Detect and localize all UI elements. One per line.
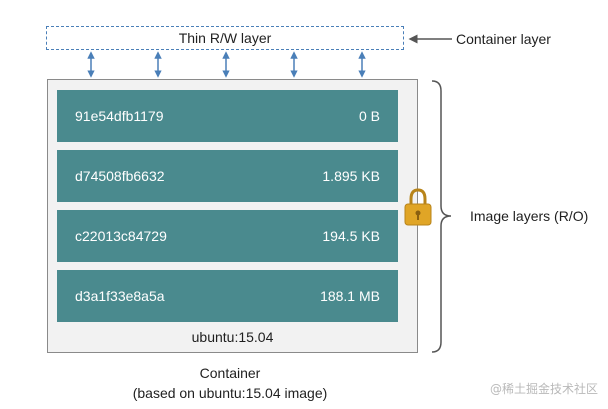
layer-size: 0 B: [358, 108, 380, 124]
caption-line-1: Container: [199, 365, 261, 381]
lock-icon: [404, 188, 432, 226]
layer-id: d74508fb6632: [75, 168, 165, 184]
image-layer: d3a1f33e8a5a 188.1 MB: [57, 270, 398, 322]
image-layers-brace: [431, 80, 452, 353]
image-layer: d74508fb6632 1.895 KB: [57, 150, 398, 202]
caption-line-2: (based on ubuntu:15.04 image): [132, 385, 328, 401]
image-layers-label: Image layers (R/O): [470, 208, 589, 224]
watermark: @稀土掘金技术社区: [489, 382, 598, 396]
layer-id: c22013c84729: [75, 228, 167, 244]
layer-size: 188.1 MB: [320, 288, 380, 304]
layer-id: 91e54dfb1179: [75, 108, 164, 124]
image-layer: 91e54dfb1179 0 B: [57, 90, 398, 142]
container-caption: Container (based on ubuntu:15.04 image): [100, 363, 360, 403]
layer-size: 194.5 KB: [322, 228, 380, 244]
container-layer-label: Container layer: [456, 31, 551, 47]
rw-layer-box: Thin R/W layer: [46, 26, 404, 50]
container-image-name: ubuntu:15.04: [191, 329, 274, 345]
layer-size: 1.895 KB: [322, 168, 380, 184]
rw-layer-label: Thin R/W layer: [178, 30, 272, 46]
rw-arrows: [87, 51, 366, 78]
image-layer: c22013c84729 194.5 KB: [57, 210, 398, 262]
layer-id: d3a1f33e8a5a: [75, 288, 165, 304]
